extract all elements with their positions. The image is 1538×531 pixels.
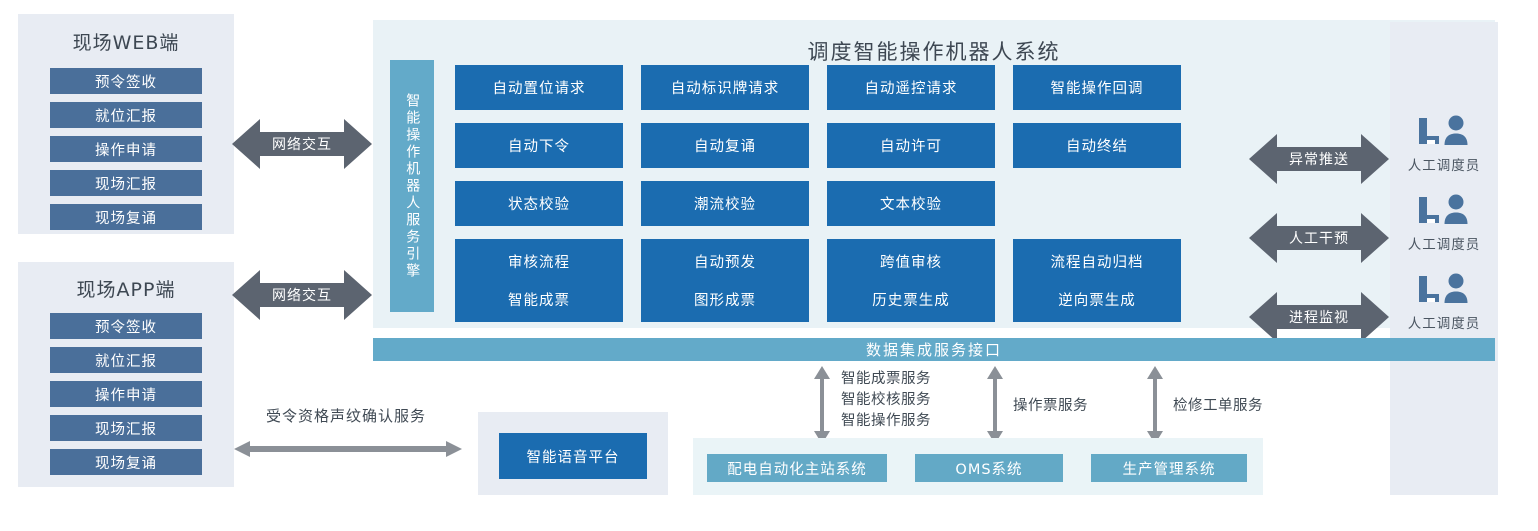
function-cell[interactable]: 自动预发: [641, 239, 809, 284]
app-client-panel: 现场APP端 预令签收 就位汇报 操作申请 现场汇报 现场复诵: [18, 262, 234, 487]
service-arrow-2: [985, 366, 1005, 448]
data-integration-bar: 数据集成服务接口: [373, 338, 1495, 361]
voice-confirm-arrow: [234, 440, 462, 462]
function-cell[interactable]: 自动许可: [827, 123, 995, 168]
operator-icon: [1389, 268, 1499, 310]
service-link-label-2: 操作票服务: [1013, 398, 1088, 414]
function-cell[interactable]: 潮流校验: [641, 181, 809, 226]
exception-push-arrow: 异常推送: [1249, 128, 1389, 190]
app-client-item-2[interactable]: 操作申请: [50, 381, 202, 407]
function-cell[interactable]: 自动复诵: [641, 123, 809, 168]
external-system-box[interactable]: 配电自动化主站系统: [707, 454, 887, 482]
function-cell[interactable]: 跨值审核: [827, 239, 995, 284]
dispatcher-label: 人工调度员: [1407, 158, 1481, 174]
function-cell[interactable]: 自动遥控请求: [827, 65, 995, 110]
robot-system-panel: 调度智能操作机器人系统 智能操作机器人服务引擎 人机交互工作界面 自动置位请求 …: [373, 20, 1495, 328]
function-cell[interactable]: 流程自动归档: [1013, 239, 1181, 284]
voice-platform-panel: 智能语音平台: [478, 412, 668, 495]
function-cell[interactable]: 逆向票生成: [1013, 277, 1181, 322]
function-cell[interactable]: 自动下令: [455, 123, 623, 168]
app-client-item-1[interactable]: 就位汇报: [50, 347, 202, 373]
function-cell[interactable]: 智能操作回调: [1013, 65, 1181, 110]
web-client-item-3[interactable]: 现场汇报: [50, 170, 202, 196]
function-cell[interactable]: 图形成票: [641, 277, 809, 322]
network-arrow-web: 网络交互: [232, 113, 372, 175]
web-client-item-2[interactable]: 操作申请: [50, 136, 202, 162]
external-system-box[interactable]: OMS系统: [915, 454, 1063, 482]
function-cell[interactable]: 状态校验: [455, 181, 623, 226]
voice-platform-box[interactable]: 智能语音平台: [499, 433, 647, 479]
dispatcher-label: 人工调度员: [1407, 316, 1481, 332]
engine-vertical-bar-label: 智能操作机器人服务引擎: [404, 92, 421, 280]
manual-intervene-arrow: 人工干预: [1249, 207, 1389, 269]
function-cell[interactable]: 审核流程: [455, 239, 623, 284]
web-client-panel: 现场WEB端 预令签收 就位汇报 操作申请 现场汇报 现场复诵: [18, 14, 234, 234]
service-link-label-3: 检修工单服务: [1173, 398, 1263, 414]
app-client-item-0[interactable]: 预令签收: [50, 313, 202, 339]
dispatcher-2: 人工调度员: [1389, 189, 1499, 253]
web-client-item-1[interactable]: 就位汇报: [50, 102, 202, 128]
external-system-box[interactable]: 生产管理系统: [1091, 454, 1247, 482]
function-cell[interactable]: 文本校验: [827, 181, 995, 226]
network-arrow-app: 网络交互: [232, 264, 372, 326]
external-systems-panel: 配电自动化主站系统 OMS系统 生产管理系统: [693, 438, 1263, 495]
app-client-item-3[interactable]: 现场汇报: [50, 415, 202, 441]
service-arrow-3: [1145, 366, 1165, 448]
app-client-item-4[interactable]: 现场复诵: [50, 449, 202, 475]
service-arrow-1: [812, 366, 832, 448]
web-client-item-4[interactable]: 现场复诵: [50, 204, 202, 230]
operator-icon: [1389, 189, 1499, 231]
function-cell[interactable]: 智能成票: [455, 277, 623, 322]
dispatchers-panel: 人工调度员 人工调度员 人工调度员: [1390, 22, 1498, 495]
function-cell[interactable]: 历史票生成: [827, 277, 995, 322]
operator-icon: [1389, 110, 1499, 152]
web-client-title: 现场WEB端: [72, 32, 180, 54]
page-title: 调度智能操作机器人系统: [807, 40, 1061, 64]
function-cell[interactable]: 自动终结: [1013, 123, 1181, 168]
dispatcher-3: 人工调度员: [1389, 268, 1499, 332]
function-cell[interactable]: 自动标识牌请求: [641, 65, 809, 110]
voice-arrow-label: 受令资格声纹确认服务: [265, 407, 426, 425]
engine-vertical-bar: 智能操作机器人服务引擎: [390, 60, 434, 312]
dispatcher-label: 人工调度员: [1407, 237, 1481, 253]
service-link-label-1: 智能成票服务 智能校核服务 智能操作服务: [841, 371, 931, 430]
app-client-title: 现场APP端: [76, 279, 176, 301]
dispatcher-1: 人工调度员: [1389, 110, 1499, 174]
web-client-item-0[interactable]: 预令签收: [50, 68, 202, 94]
function-cell[interactable]: 自动置位请求: [455, 65, 623, 110]
